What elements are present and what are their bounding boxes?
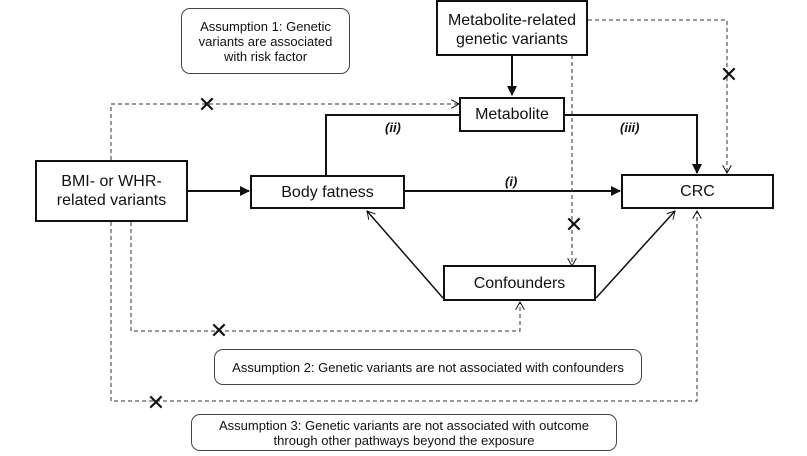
dashed-bmi-variants-to-crc: [110, 211, 697, 402]
arrow-metabolite-to-crc: [565, 114, 702, 174]
dashed-bmi-variants-to-metabolite: [110, 104, 459, 160]
arrow-confounders-to-crc: [595, 211, 675, 299]
arrow-confounders-to-body-fatness: [367, 211, 444, 299]
metabolite-node: Metabolite: [459, 97, 565, 132]
cross-marker-top-right: ✕: [719, 62, 739, 87]
path-label-iii: (iii): [620, 120, 640, 135]
crc-node: CRC: [621, 174, 774, 209]
assumption-1-note: Assumption 1: Genetic variants are assoc…: [181, 8, 350, 74]
metabolite-variants-node: Metabolite-related genetic variants: [436, 0, 588, 56]
dashed-metabolite-variants-to-crc: [588, 19, 727, 173]
cross-marker-middle: ✕: [564, 212, 584, 237]
cross-marker-confounders-path: ✕: [209, 318, 229, 343]
path-label-ii: (ii): [385, 120, 401, 135]
cross-marker-top-left: ✕: [197, 92, 217, 117]
assumption-3-note: Assumption 3: Genetic variants are not a…: [191, 414, 617, 451]
body-fatness-node: Body fatness: [250, 175, 405, 209]
confounders-node: Confounders: [443, 265, 596, 301]
cross-marker-outcome-path: ✕: [146, 390, 166, 415]
path-label-i: (i): [505, 174, 518, 189]
assumption-2-note: Assumption 2: Genetic variants are not a…: [214, 349, 642, 385]
dashed-bmi-variants-to-confounders: [130, 222, 520, 332]
bmi-variants-node: BMI- or WHR- related variants: [35, 160, 188, 222]
arrow-body-fatness-to-metabolite: [325, 114, 459, 175]
